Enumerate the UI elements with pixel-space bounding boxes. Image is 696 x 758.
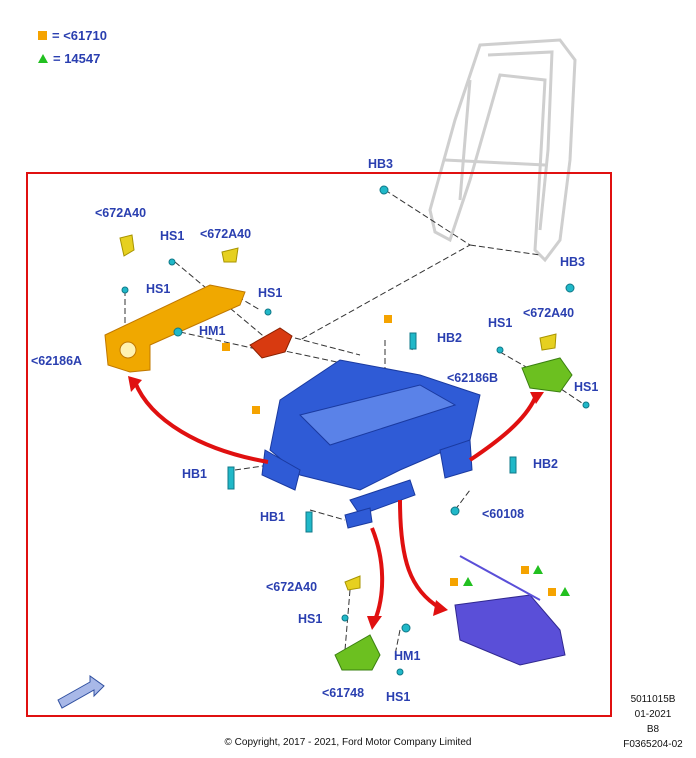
- fastener-hm1-bottom: [401, 623, 411, 633]
- orange-square-icon: [521, 566, 529, 574]
- label-hb1-bottom: HB1: [260, 510, 286, 524]
- fastener-hb2-right: [509, 456, 517, 474]
- fasteners: [121, 185, 590, 676]
- fastener-hb2-top: [409, 332, 417, 350]
- fastener-hs1-b: [121, 286, 129, 294]
- legend-text: = 14547: [53, 51, 101, 66]
- copyright-text: © Copyright, 2017 - 2021, Ford Motor Com…: [224, 737, 472, 748]
- label-hs1-a: HS1: [160, 229, 185, 243]
- green-triangle-icon: [560, 587, 570, 596]
- bracket-672a40-right: [539, 333, 557, 351]
- bracket-62186a: [104, 284, 246, 373]
- fastener-60108: [450, 506, 460, 516]
- legend-item-61710: = <61710: [38, 28, 107, 43]
- fastener-hb1-bottom: [305, 511, 313, 533]
- fastener-hm1-top: [173, 327, 183, 337]
- arrow-to-62186b: [468, 397, 537, 462]
- label-hs1-b: HS1: [146, 282, 171, 296]
- label-hb1-left: HB1: [182, 467, 208, 481]
- label-hs1-right2: HS1: [574, 380, 599, 394]
- arrow-to-61748: [370, 527, 385, 621]
- green-triangle-icon: [463, 577, 473, 586]
- fastener-hs1-bottom: [341, 614, 349, 622]
- arrow-heads: [128, 376, 544, 630]
- label-62186a: <62186A: [31, 354, 83, 368]
- arrow-to-track: [398, 499, 442, 610]
- orange-square-icon: [38, 31, 47, 40]
- seat-track: [454, 555, 566, 666]
- highlight-frame: [26, 172, 612, 717]
- doc-date: 01-2021: [634, 709, 672, 720]
- orange-square-icon: [450, 578, 458, 586]
- label-672a40-left: <672A40: [95, 206, 147, 220]
- label-hm1-bottom: HM1: [394, 649, 421, 663]
- fastener-hb3-right: [565, 283, 575, 293]
- label-hs1-c: HS1: [258, 286, 283, 300]
- green-triangle-icon: [38, 54, 48, 63]
- label-hs1-right: HS1: [488, 316, 513, 330]
- label-hb2-top: HB2: [437, 331, 463, 345]
- fastener-hs1-right2: [582, 401, 590, 409]
- direction-arrows: [133, 381, 537, 621]
- bracket-672a40-bottom: [344, 575, 361, 591]
- orange-square-icon: [222, 343, 230, 351]
- label-62186b: <62186B: [447, 371, 499, 385]
- label-hs1-bottom2: HS1: [386, 690, 411, 704]
- label-672a40-bottom: <672A40: [266, 580, 318, 594]
- orange-square-icon: [548, 588, 556, 596]
- fastener-hb1-left: [227, 466, 235, 490]
- doc-code-3: B8: [646, 724, 660, 735]
- legend-text: = <61710: [52, 28, 107, 43]
- seat-frame: [261, 359, 481, 529]
- orange-square-icon: [384, 315, 392, 323]
- green-triangle-icon: [533, 565, 543, 574]
- arrow-to-62186a: [133, 381, 269, 464]
- label-hb2-right: HB2: [533, 457, 559, 471]
- fastener-hb3-top: [379, 185, 389, 195]
- fastener-hs1-right: [496, 346, 504, 354]
- doc-code-1: 5011015B: [630, 694, 676, 705]
- label-672a40-right: <672A40: [523, 306, 575, 320]
- label-60108: <60108: [482, 507, 525, 521]
- label-hb3-top: HB3: [368, 157, 394, 171]
- label-hb3-right: HB3: [560, 255, 586, 269]
- label-hs1-bottom: HS1: [298, 612, 323, 626]
- orange-square-icon: [252, 406, 260, 414]
- bracket-62186b: [521, 357, 573, 393]
- fastener-hs1-c: [264, 308, 272, 316]
- view-direction-icon: [57, 675, 105, 709]
- bracket-672a40-left: [119, 234, 135, 257]
- label-672a40-mid: <672A40: [200, 227, 252, 241]
- doc-code-4: F0365204-02: [623, 739, 683, 750]
- bracket-61748: [334, 634, 381, 671]
- legend-item-14547: = 14547: [38, 51, 100, 66]
- label-hm1-top: HM1: [199, 324, 226, 338]
- fastener-hs1-bottom2: [396, 668, 404, 676]
- bracket-672a40-mid: [221, 247, 239, 263]
- fastener-hs1-a: [168, 258, 176, 266]
- part-61710-red: [249, 327, 293, 359]
- label-61748: <61748: [322, 686, 365, 700]
